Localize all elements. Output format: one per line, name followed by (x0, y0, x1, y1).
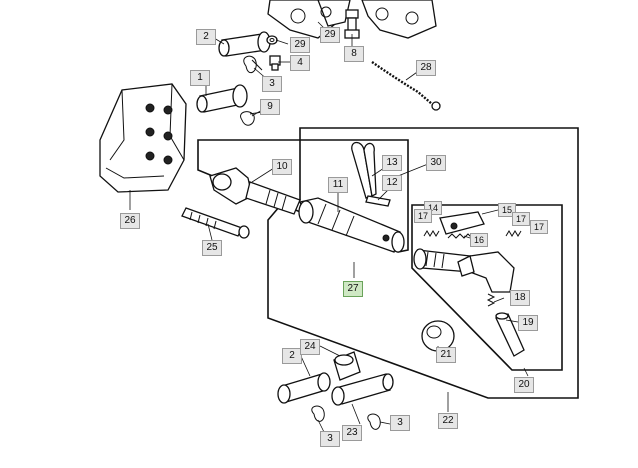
callout-27: 27 (343, 281, 363, 297)
callout-10: 10 (272, 159, 292, 175)
callout-13: 13 (382, 155, 402, 171)
callout-17-left: 17 (414, 209, 432, 223)
pin-12 (365, 195, 391, 207)
pin-23 (331, 373, 394, 406)
callout-15: 15 (498, 203, 516, 217)
chain-28 (371, 61, 441, 111)
callout-20: 20 (514, 377, 534, 393)
callout-8: 8 (344, 46, 364, 62)
callout-23: 23 (342, 425, 362, 441)
callout-22: 22 (438, 413, 458, 429)
callout-1: 1 (190, 70, 210, 86)
spring-16 (447, 233, 473, 239)
callout-11: 11 (328, 177, 348, 193)
callout-3-bottom-right: 3 (390, 415, 410, 431)
callout-17-right-top: 17 (512, 212, 530, 226)
springs-17 (423, 230, 522, 237)
bolt-8 (344, 9, 360, 39)
callout-29-right: 29 (320, 27, 340, 43)
callout-3-bottom-left: 3 (320, 431, 340, 447)
callout-9: 9 (260, 99, 280, 115)
leader-lines (129, 21, 529, 433)
callout-12: 12 (382, 175, 402, 191)
callout-24: 24 (300, 339, 320, 355)
handle-13 (351, 141, 377, 199)
hook-frame (411, 204, 563, 371)
callout-29-left: 29 (290, 37, 310, 53)
adjusting-tube-11 (298, 197, 405, 253)
callout-26: 26 (120, 213, 140, 229)
ball-bushing-21 (421, 320, 455, 352)
latch-14 (439, 211, 485, 235)
mounting-bracket-26 (99, 83, 187, 193)
spring-18 (486, 293, 496, 307)
center-link-frame (197, 139, 409, 253)
pin-1 (196, 84, 248, 113)
callout-25: 25 (202, 240, 222, 256)
callout-28: 28 (416, 60, 436, 76)
clip-3-bottom-right (367, 413, 381, 430)
link-end-10 (209, 167, 301, 215)
bolt-4 (269, 55, 281, 71)
callout-21: 21 (436, 347, 456, 363)
callout-2-bottom: 2 (282, 348, 302, 364)
callout-19: 19 (518, 315, 538, 331)
pin-19 (495, 312, 525, 357)
callout-18: 18 (510, 290, 530, 306)
bushing-24 (333, 351, 361, 381)
stud-25 (181, 207, 250, 239)
pin-2-top (218, 31, 271, 57)
callout-4: 4 (290, 55, 310, 71)
callout-2-top: 2 (196, 29, 216, 45)
clip-3-top (243, 55, 263, 74)
clip-3-bottom-left (311, 405, 325, 422)
callout-3-top: 3 (262, 76, 282, 92)
callout-17-right: 17 (530, 220, 548, 234)
callout-16: 16 (470, 233, 488, 247)
washer-29 (266, 35, 278, 45)
callout-30: 30 (426, 155, 446, 171)
clip-9 (240, 111, 263, 126)
hook-20 (413, 248, 515, 293)
pin-2-bottom (277, 372, 331, 404)
